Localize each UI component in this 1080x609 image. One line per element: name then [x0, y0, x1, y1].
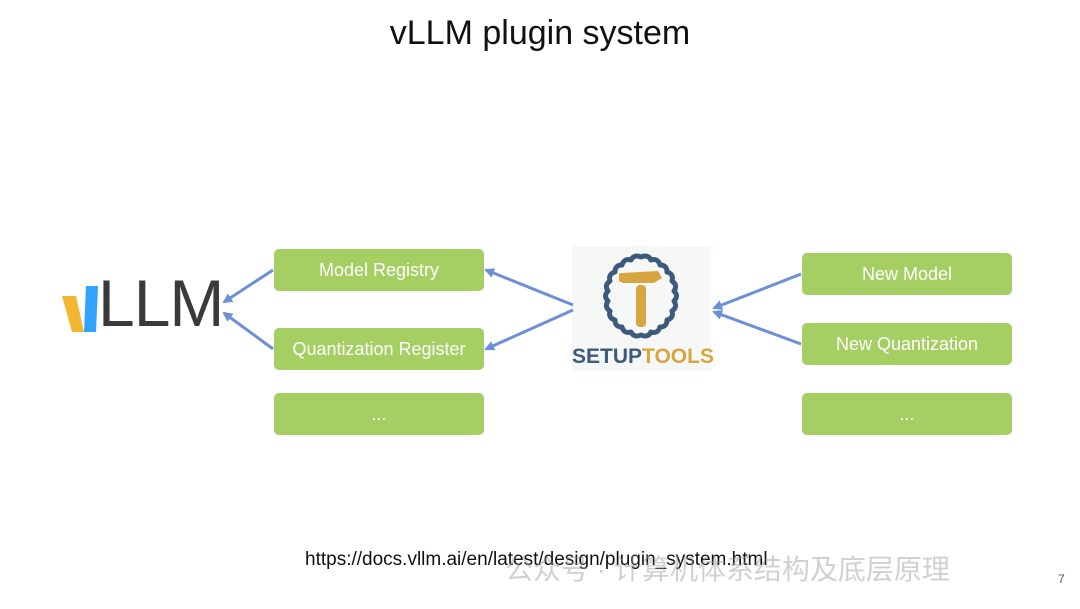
- quantization-register-box: Quantization Register: [274, 328, 484, 370]
- model-registry-box: Model Registry: [274, 249, 484, 291]
- vllm-logo-text: LLM: [98, 266, 224, 340]
- new-quantization-label: New Quantization: [835, 333, 979, 354]
- setuptools-text-tools: TOOLS: [642, 345, 714, 368]
- vllm-logo: LLM: [60, 270, 230, 342]
- new-model-box: New Model: [802, 253, 1012, 295]
- arrow-setuptools-to-quantization-register: [484, 308, 574, 351]
- reference-url: https://docs.vllm.ai/en/latest/design/pl…: [305, 549, 768, 570]
- new-quantization-box: New Quantization: [802, 323, 1012, 365]
- arrow-model-registry-to-vllm: [222, 268, 274, 304]
- new-model-label: New Model: [861, 263, 953, 284]
- hammer-gear-icon: [603, 253, 679, 339]
- right-ellipsis-label: ...: [899, 403, 915, 424]
- setuptools-text-setup: SETUP: [572, 345, 643, 368]
- vllm-v-icon: [62, 286, 98, 332]
- arrow-quantization-register-to-vllm: [222, 311, 274, 351]
- setuptools-logo: SETUPTOOLS: [572, 246, 714, 371]
- setuptools-wordmark: SETUPTOOLS: [572, 345, 714, 369]
- left-ellipsis-label: ...: [371, 403, 387, 424]
- watermark-text: 公众号 · 计算机体系结构及底层原理: [505, 554, 950, 585]
- slide-title: vLLM plugin system: [389, 14, 691, 52]
- arrow-new-quantization-to-setuptools: [712, 310, 802, 346]
- left-ellipsis-box: ...: [274, 393, 484, 435]
- arrow-new-model-to-setuptools: [712, 272, 802, 310]
- model-registry-label: Model Registry: [318, 259, 440, 280]
- page-number: 7: [1058, 572, 1065, 586]
- right-ellipsis-box: ...: [802, 393, 1012, 435]
- arrow-setuptools-to-model-registry: [484, 268, 574, 307]
- quantization-register-label: Quantization Register: [292, 338, 466, 359]
